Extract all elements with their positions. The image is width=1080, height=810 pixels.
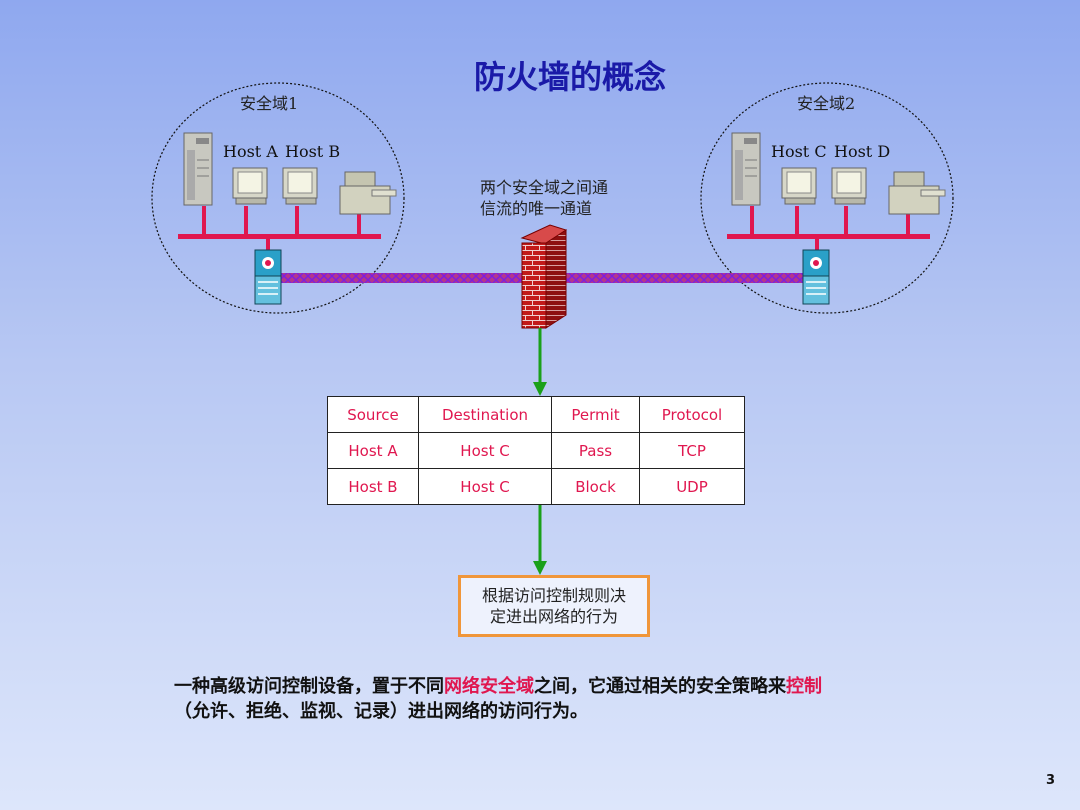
switch-icon	[254, 249, 282, 305]
highlight-security-zone: 网络安全域	[444, 676, 534, 697]
table-cell: Block	[551, 468, 640, 505]
table-cell: TCP	[639, 432, 745, 469]
table-cell: Pass	[551, 432, 640, 469]
network-link-right	[565, 273, 805, 283]
lan-bus-left	[178, 206, 381, 252]
table-row: Host A Host C Pass TCP	[327, 432, 745, 469]
host-label: Host B	[285, 142, 341, 161]
firewall-note-line: 信流的唯一通道	[480, 199, 593, 218]
security-zone-2	[700, 82, 954, 314]
table-row: Host B Host C Block UDP	[327, 468, 745, 505]
network-link-left	[280, 273, 525, 283]
column-header: Source	[327, 396, 419, 433]
zone-label-1: 安全域1	[240, 94, 299, 113]
printer-icon	[888, 171, 946, 215]
table-cell: Host B	[327, 468, 419, 505]
host-label: Host D	[834, 142, 891, 161]
definition-text-part: 一种高级访问控制设备，置于不同	[174, 676, 444, 697]
definition-line-2: （允许、拒绝、监视、记录）进出网络的访问行为。	[174, 701, 588, 722]
column-header: Destination	[418, 396, 552, 433]
arrow-table-to-decision	[533, 505, 547, 575]
printer-icon	[339, 171, 397, 215]
lan-bus-right	[727, 206, 930, 252]
definition-line-1: 一种高级访问控制设备，置于不同网络安全域之间，它通过相关的安全策略来控制	[174, 674, 974, 699]
table-cell: Host C	[418, 432, 552, 469]
host-label: Host C	[771, 142, 827, 161]
highlight-control: 控制	[786, 676, 822, 697]
workstation-icon	[232, 167, 268, 205]
table-cell: Host A	[327, 432, 419, 469]
table-cell: UDP	[639, 468, 745, 505]
column-header: Permit	[551, 396, 640, 433]
workstation-icon	[831, 167, 867, 205]
decision-box: 根据访问控制规则决 定进出网络的行为	[458, 575, 650, 637]
host-label: Host A	[223, 142, 278, 161]
table-header-row: Source Destination Permit Protocol	[327, 396, 745, 433]
definition-text: 一种高级访问控制设备，置于不同网络安全域之间，它通过相关的安全策略来控制 （允许…	[174, 674, 974, 724]
access-rules-table: Source Destination Permit Protocol Host …	[327, 396, 745, 505]
firewall-note-line: 两个安全域之间通	[480, 178, 609, 197]
page-number: 3	[1046, 773, 1056, 788]
firewall-icon	[520, 224, 568, 329]
server-icon	[183, 132, 213, 206]
switch-icon	[802, 249, 830, 305]
decision-line: 定进出网络的行为	[489, 607, 618, 626]
workstation-icon	[282, 167, 318, 205]
arrow-firewall-to-table	[533, 328, 547, 396]
workstation-icon	[781, 167, 817, 205]
definition-text-part: 之间，它通过相关的安全策略来	[534, 676, 786, 697]
table-cell: Host C	[418, 468, 552, 505]
column-header: Protocol	[639, 396, 745, 433]
security-zone-1	[151, 82, 405, 314]
zone-label-2: 安全域2	[797, 94, 856, 113]
firewall-note: 两个安全域之间通 信流的唯一通道	[480, 177, 608, 219]
page-title: 防火墙的概念	[473, 58, 666, 96]
decision-line: 根据访问控制规则决	[481, 586, 626, 605]
server-icon	[731, 132, 761, 206]
